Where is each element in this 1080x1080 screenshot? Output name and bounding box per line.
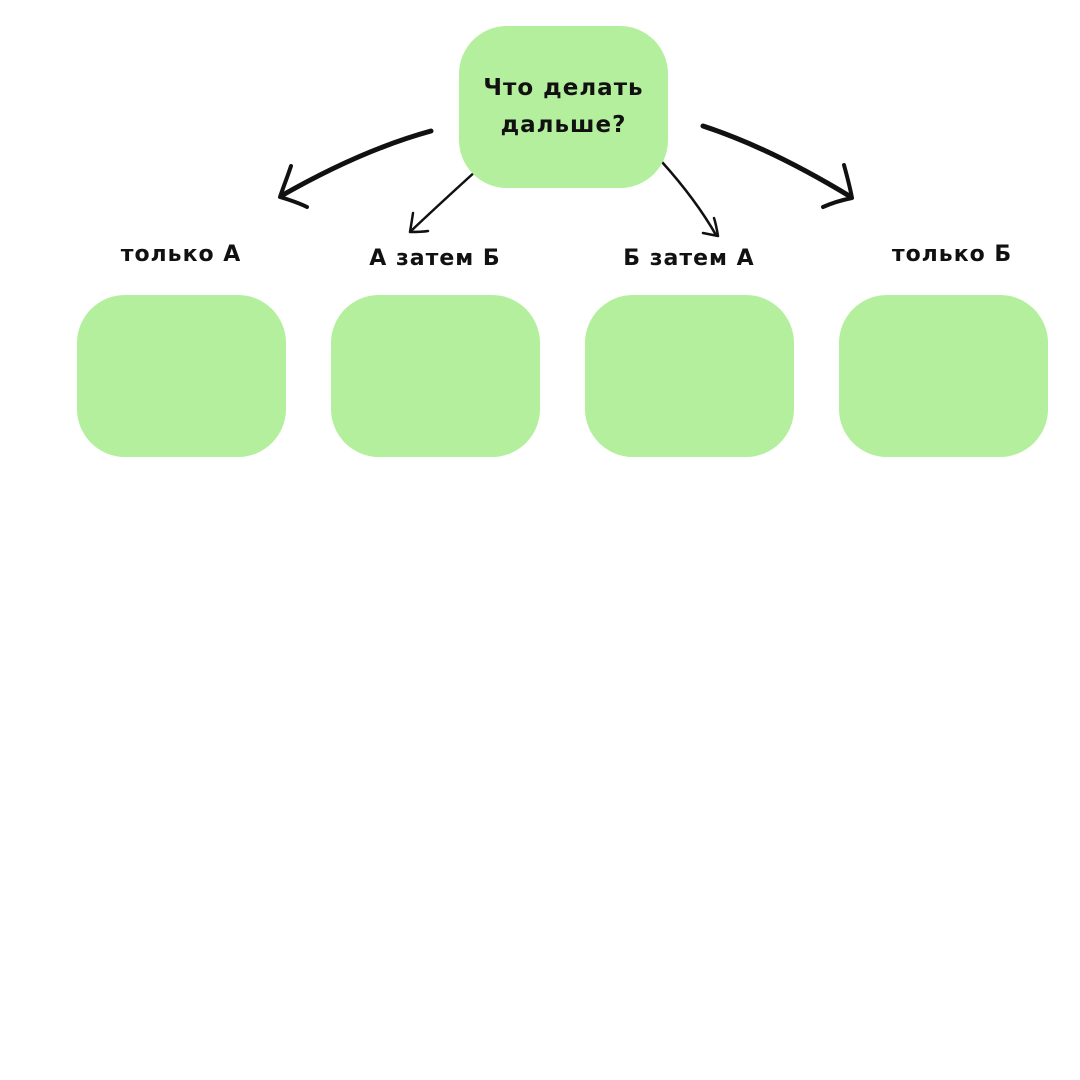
arrow-to-a-then-b <box>408 168 479 234</box>
arrow-to-only-b <box>700 123 854 209</box>
option-box-only-b <box>839 295 1048 457</box>
branch-label-b-then-a: Б затем А <box>623 246 755 271</box>
root-question-line-2: дальше? <box>500 112 627 138</box>
arrow-to-b-then-a <box>660 160 720 238</box>
option-box-b-then-a <box>585 295 794 457</box>
root-question: Что делать дальше? <box>483 70 643 144</box>
option-box-a-then-b <box>331 295 540 457</box>
option-box-only-a <box>77 295 286 457</box>
branch-label-only-a: только А <box>120 242 242 267</box>
branch-label-only-b: только Б <box>891 242 1013 267</box>
root-node: Что делать дальше? <box>459 26 668 188</box>
root-question-line-1: Что делать <box>483 75 644 101</box>
arrow-to-only-a <box>278 128 434 209</box>
branch-label-a-then-b: А затем Б <box>369 246 501 271</box>
